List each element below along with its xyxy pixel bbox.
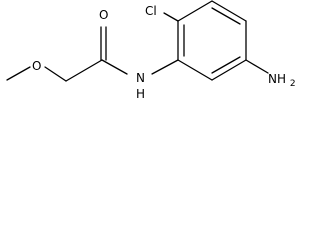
- atom-labels: Cl O O N H NH 2: [32, 4, 296, 101]
- bond-ring-amine: [245, 59, 269, 74]
- atom-label-ether-oxygen: O: [32, 59, 41, 73]
- atom-label-carbonyl-oxygen: O: [99, 8, 108, 22]
- ring-inner-double-2: [211, 7, 241, 25]
- ring-bond-c6-c1: [177, 59, 213, 81]
- bonds: [6, 0, 269, 82]
- amine-label-main: NH: [268, 72, 286, 86]
- bond-ch2-carbonyl-c: [65, 59, 103, 82]
- bond-nh-ring: [151, 59, 179, 75]
- ring-bond-c5-c6: [211, 59, 247, 81]
- bond-carbonyl-c-nh: [101, 59, 128, 75]
- atom-label-amide-hydrogen: H: [136, 87, 145, 101]
- bond-ring-chlorine: [163, 12, 179, 22]
- ring-bond-c2-c3: [177, 0, 213, 22]
- ring-inner-double-3: [211, 56, 241, 74]
- atom-label-amine-group: NH 2: [268, 72, 296, 89]
- bond-methyl-ether-o: [6, 66, 31, 81]
- chemical-structure-diagram: Cl O O N H NH 2: [6, 0, 296, 101]
- bond-ether-o-ch2: [44, 66, 67, 82]
- ring-bond-c3-c4: [211, 0, 247, 22]
- atom-label-amide-nitrogen: N: [136, 71, 145, 85]
- atom-label-chlorine: Cl: [145, 4, 157, 18]
- amine-label-subscript: 2: [290, 79, 296, 89]
